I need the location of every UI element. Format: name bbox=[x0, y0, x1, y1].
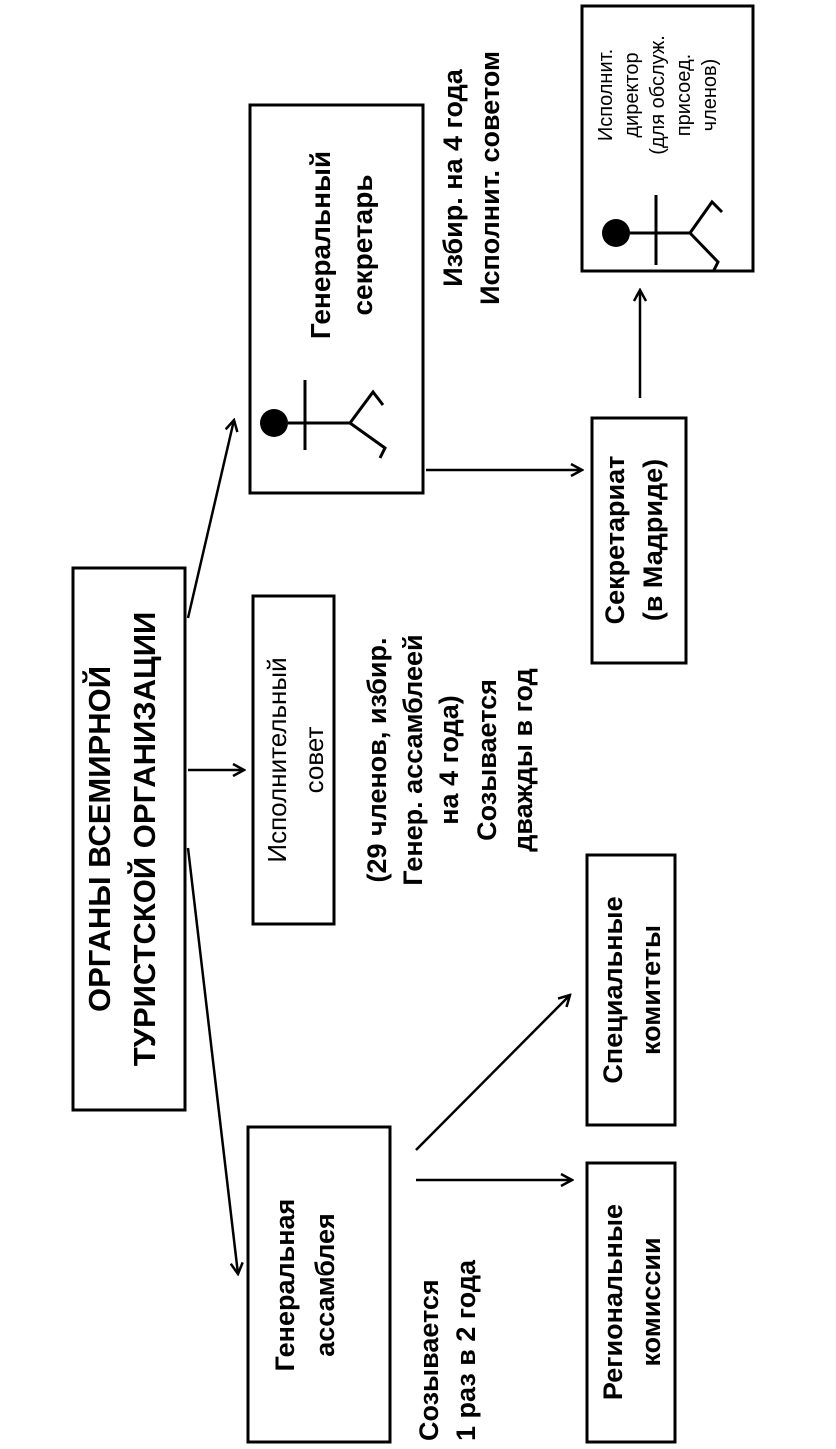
secretary-general-label: Генеральный секретарь bbox=[305, 151, 378, 339]
executive-council-note-line-3: на 4 года) bbox=[434, 695, 464, 825]
general-assembly-box bbox=[246, 1125, 392, 1444]
secretary-general-label-line-2: секретарь bbox=[347, 174, 378, 315]
secretary-general-label-line-1: Генеральный bbox=[305, 151, 336, 339]
regional-commissions-label: Региональные комиссии bbox=[598, 1204, 666, 1400]
title-box bbox=[71, 566, 187, 1112]
executive-council-label-line-1: Исполнительный bbox=[262, 657, 292, 862]
executive-council-note-line-5: дважды в год bbox=[508, 668, 538, 852]
executive-director-label-line-4: присоед. bbox=[673, 54, 695, 136]
title-line-2: ТУРИСТСКОЙ ОРГАНИЗАЦИИ bbox=[126, 612, 162, 1067]
executive-director-label-line-1: Исполнит. bbox=[595, 49, 617, 141]
executive-council-note: (29 членов, избир. Генер. ассамблеей на … bbox=[362, 634, 538, 885]
general-assembly-note-line-1: Созывается bbox=[414, 1279, 444, 1441]
edge-assembly-to-special-committees bbox=[415, 995, 570, 1151]
secretary-general-note: Избир. на 4 года Исполнит. советом bbox=[438, 51, 505, 305]
secretariat-label-line-1: Секретариат bbox=[600, 456, 630, 625]
executive-council-note-line-1: (29 членов, избир. bbox=[362, 637, 392, 882]
executive-director-label-line-5: членов) bbox=[699, 59, 721, 132]
secretariat-box bbox=[590, 416, 688, 665]
executive-director-person-icon bbox=[602, 195, 724, 271]
executive-council-box bbox=[251, 594, 336, 926]
executive-council-label-line-2: совет bbox=[299, 727, 329, 794]
regional-commissions-label-line-1: Региональные bbox=[598, 1204, 628, 1400]
general-assembly-note: Созывается 1 раз в 2 года bbox=[414, 1259, 481, 1441]
executive-council-note-line-4: Созывается bbox=[472, 679, 502, 841]
general-assembly-label-line-2: ассамблея bbox=[310, 1213, 340, 1357]
general-assembly-note-line-2: 1 раз в 2 года bbox=[451, 1259, 481, 1441]
executive-director-label-line-3: (для обслуж. bbox=[647, 35, 669, 155]
secretariat-label: Секретариат (в Мадриде) bbox=[600, 456, 668, 625]
general-assembly-label-line-1: Генеральная bbox=[270, 1199, 300, 1372]
executive-council-note-line-2: Генер. ассамблеей bbox=[398, 634, 428, 885]
special-committees-label-line-2: комитеты bbox=[636, 925, 666, 1055]
general-assembly-label: Генеральная ассамблея bbox=[270, 1199, 340, 1372]
regional-commissions-box bbox=[585, 1161, 677, 1444]
diagram-title: ОРГАНЫ ВСЕМИРНОЙ ТУРИСТСКОЙ ОРГАНИЗАЦИИ bbox=[81, 612, 162, 1067]
executive-director-label: Исполнит. директор (для обслуж. присоед.… bbox=[595, 35, 721, 155]
executive-director-label-line-2: директор bbox=[621, 52, 643, 137]
special-committees-label: Специальные комитеты bbox=[598, 896, 666, 1083]
regional-commissions-label-line-2: комиссии bbox=[636, 1237, 666, 1366]
executive-council-label: Исполнительный совет bbox=[262, 657, 329, 862]
title-line-1: ОРГАНЫ ВСЕМИРНОЙ bbox=[81, 666, 117, 1012]
secretary-general-note-line-2: Исполнит. советом bbox=[475, 51, 505, 305]
special-committees-label-line-1: Специальные bbox=[598, 896, 628, 1083]
secretary-general-note-line-1: Избир. на 4 года bbox=[438, 68, 468, 286]
edge-title-to-general-assembly bbox=[186, 847, 238, 1274]
secretariat-label-line-2: (в Мадриде) bbox=[638, 459, 668, 621]
secretary-general-person-icon bbox=[260, 380, 387, 459]
special-committees-box bbox=[585, 853, 677, 1127]
edge-title-to-secretary-general bbox=[186, 420, 234, 619]
